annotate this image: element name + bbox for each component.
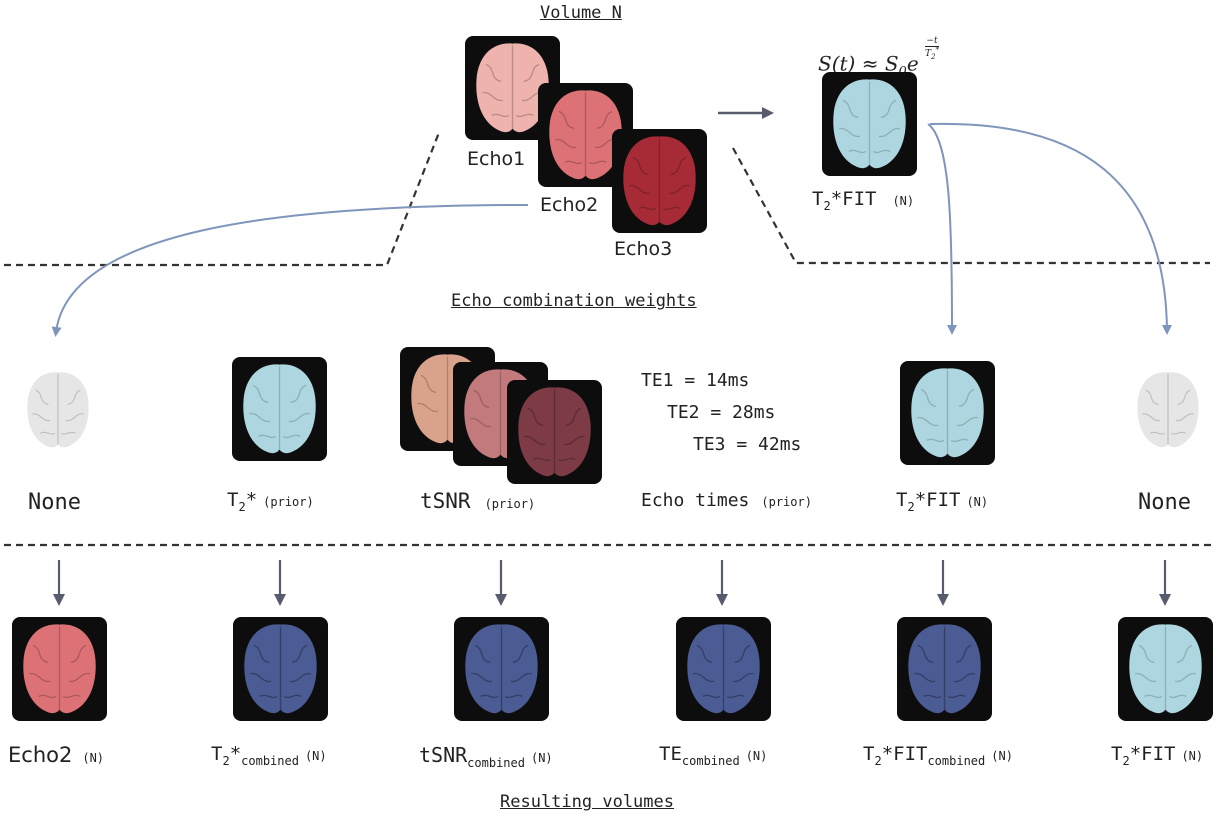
echo3-label: Echo3 [614,238,673,260]
none-right-label: None [1138,490,1191,515]
fit-weight-brain-tile [900,361,995,465]
dashed-separator-top-left [4,129,442,267]
volume-title: Volume N [540,3,622,23]
result-tsnr-tile [454,617,549,721]
tsnr-prior-label: tSNR(prior) [420,489,536,513]
brain-icon [1137,372,1199,448]
fit-to-weight-arrow [927,123,957,335]
brain-icon [27,372,89,448]
result-fit-combined-tile [897,617,992,721]
t2-prior-brain-tile [232,357,327,461]
weights-title: Echo combination weights [451,291,697,311]
brain-icon [833,79,906,169]
brain-icon [465,624,538,714]
brain-icon [911,368,984,458]
result-t2-tile [233,617,328,721]
none-left-label: None [28,490,81,515]
dashed-separator-top-right [732,147,1210,265]
top-fit-label: T2*FIT(N) [812,188,915,213]
result-te-label: TEcombined(N) [659,743,768,768]
brain-icon [623,136,696,226]
te3-text: TE3 = 42ms [693,434,802,455]
result-echo2-tile [12,617,107,721]
fit-weight-label: T2*FIT(N) [896,489,989,514]
t2-prior-label: T2*(prior) [227,489,314,514]
result-fit-tile [1118,617,1213,721]
te1-text: TE1 = 14ms [641,370,750,391]
brain-icon [243,364,316,454]
none-brain-left [18,356,98,464]
results-title: Resulting volumes [500,792,674,812]
brain-icon [908,624,981,714]
brain-icon [687,624,760,714]
result-echo2-label: Echo2(N) [8,743,105,767]
tsnr-brain-tile-3 [507,380,602,484]
result-fit-combined-label: T2*FITcombined(N) [863,743,1013,768]
brain-icon [549,90,622,180]
result-te-tile [676,617,771,721]
result-fit-label: T2*FIT(N) [1111,743,1204,768]
signal-equation: S(t) ≈ S0e −t T2* [818,36,939,79]
echo-times-label: Echo times(prior) [641,490,812,511]
fit-brain-tile [822,72,917,176]
echo2-label: Echo2 [540,194,599,216]
brain-icon [244,624,317,714]
brain-icon [23,624,96,714]
result-t2-label: T2*combined(N) [211,743,327,768]
te2-text: TE2 = 28ms [667,402,776,423]
brain-icon [518,387,591,477]
none-brain-right [1128,356,1208,464]
brain-icon [1129,624,1202,714]
echo2-to-none-arrow [51,204,529,337]
echo3-brain-tile [612,129,707,233]
fit-to-none-arrow [929,122,1172,335]
echo1-label: Echo1 [467,148,526,170]
result-tsnr-label: tSNRcombined(N) [419,743,553,770]
